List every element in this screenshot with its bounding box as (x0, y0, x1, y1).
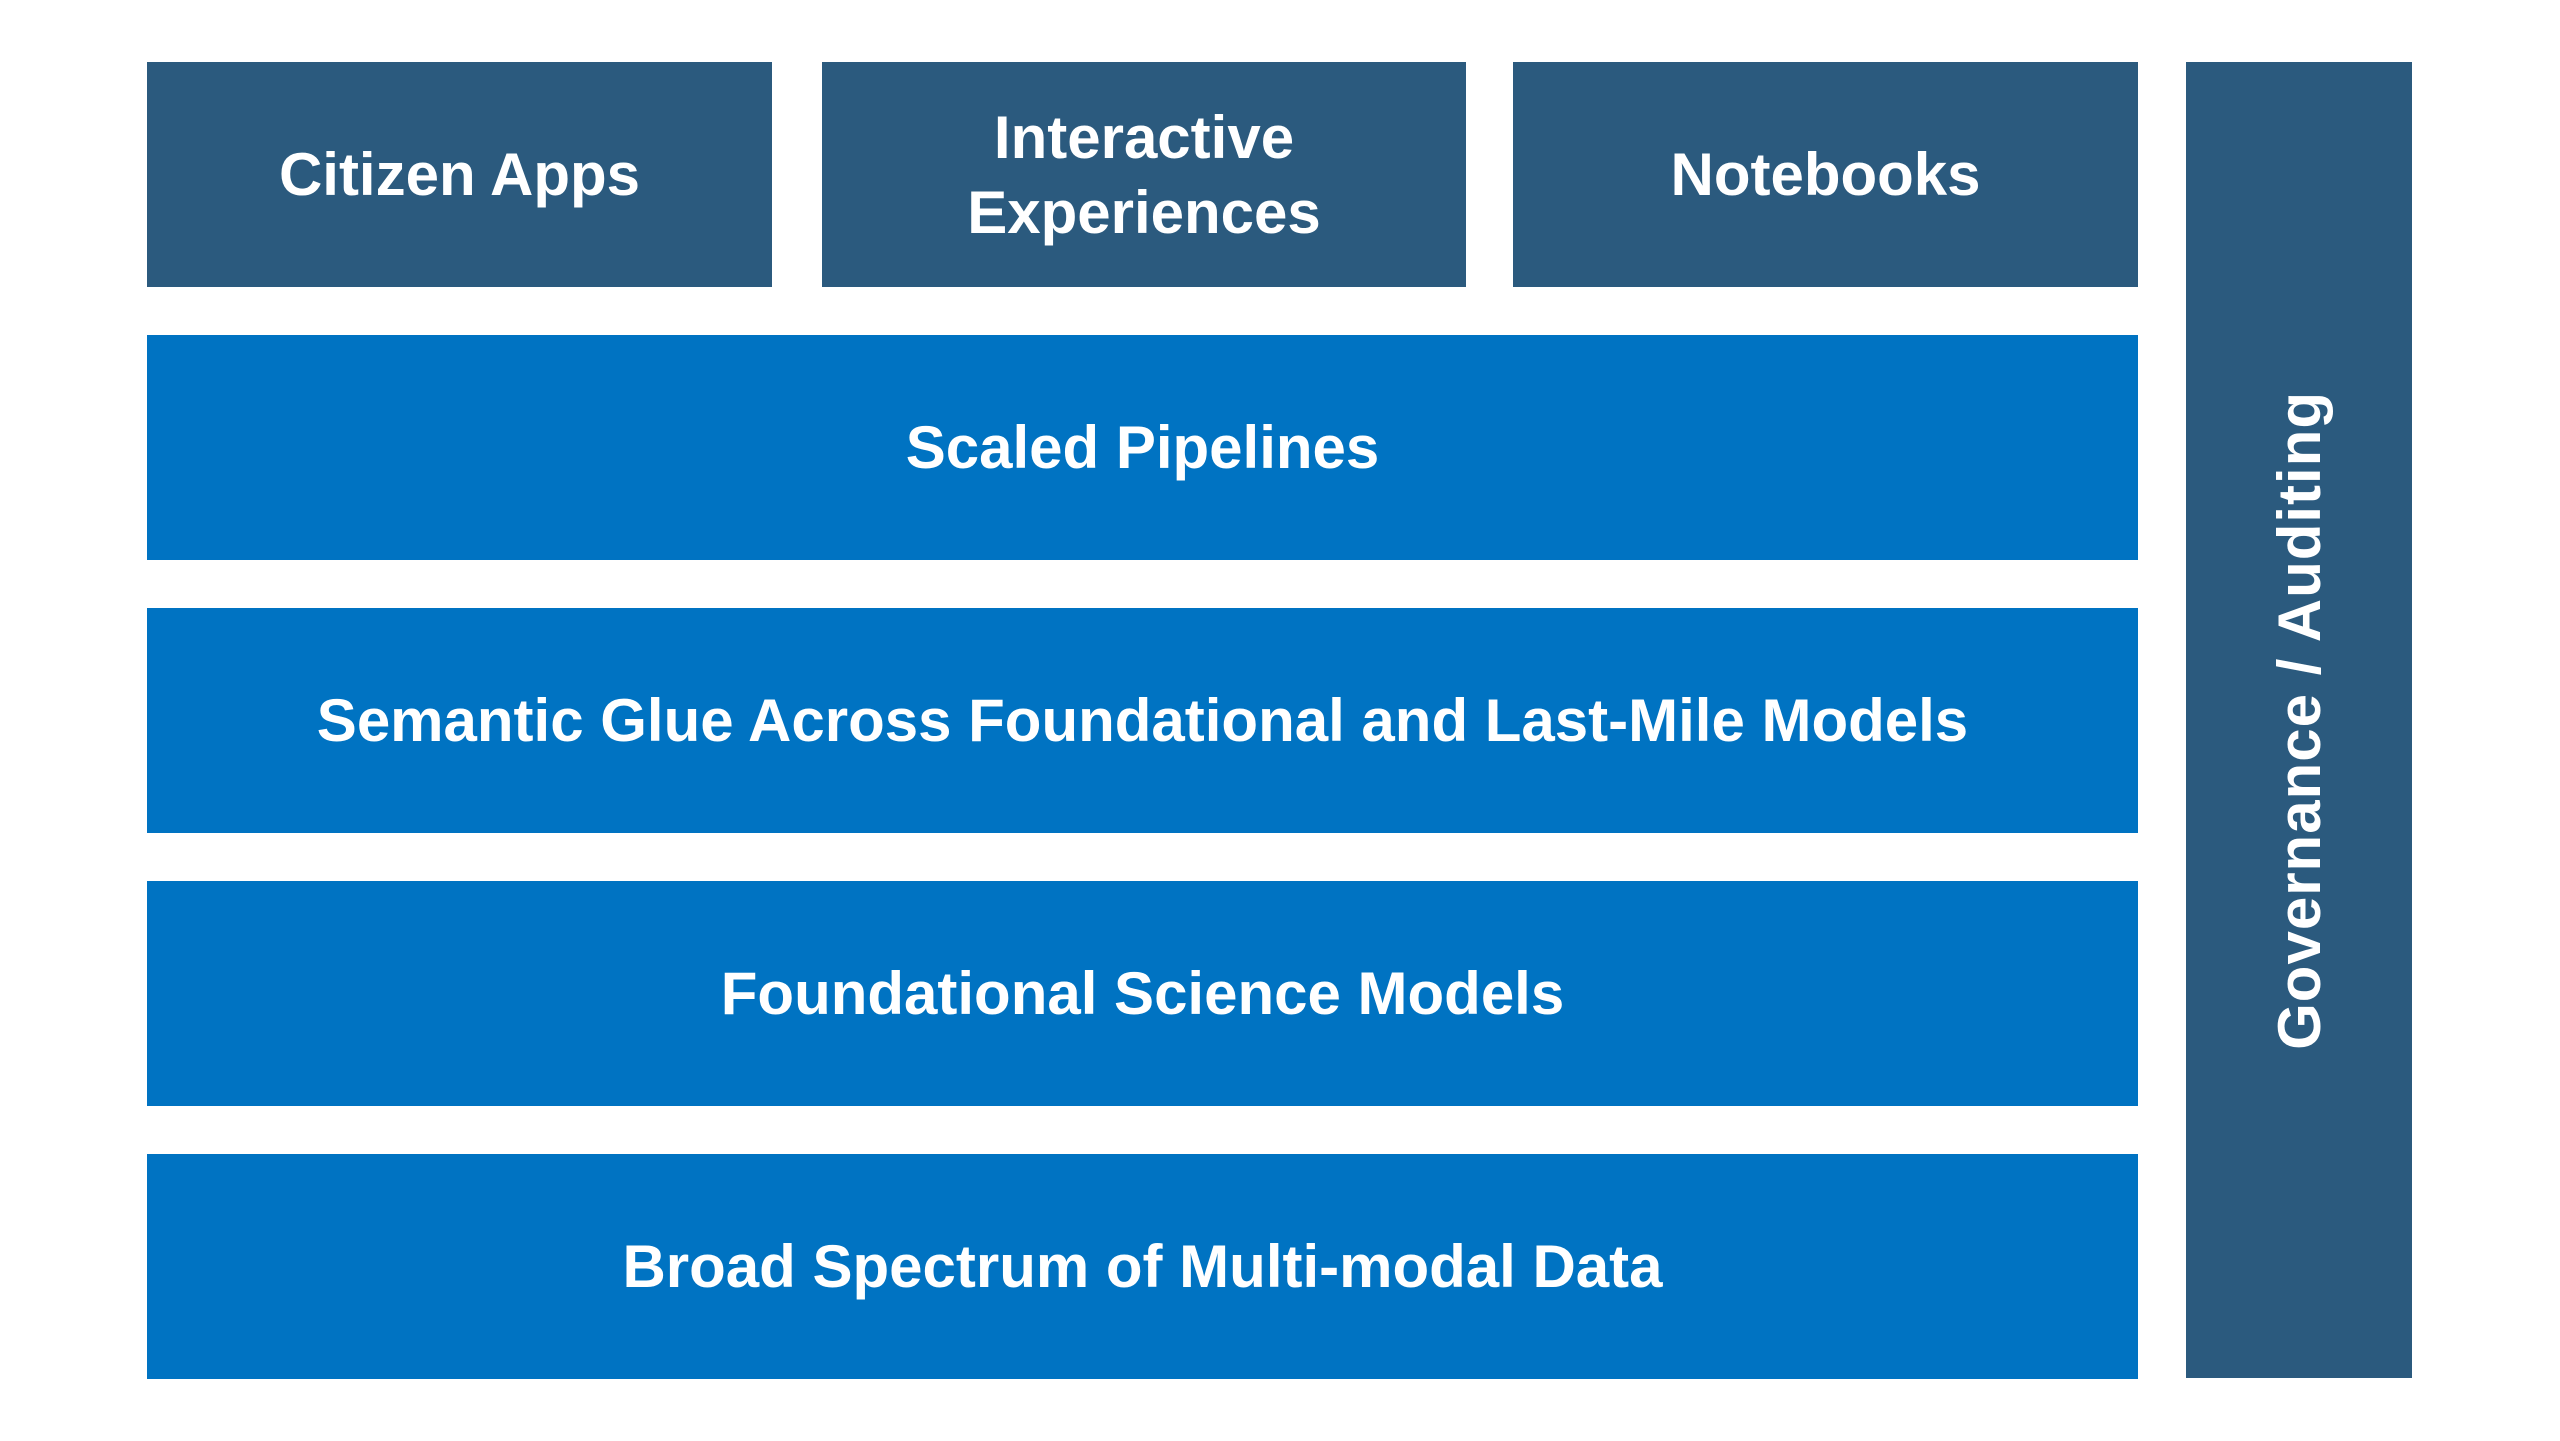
box-notebooks-label: Notebooks (1670, 141, 1981, 208)
layer-broad-spectrum-multimodal-data-label: Broad Spectrum of Multi-modal Data (622, 1233, 1663, 1300)
box-citizen-apps-label: Citizen Apps (278, 141, 641, 208)
layer-semantic-glue: Semantic Glue Across Foundational and La… (147, 608, 2138, 833)
layer-foundational-science-models: Foundational Science Models (147, 881, 2138, 1106)
layer-semantic-glue-label: Semantic Glue Across Foundational and La… (316, 687, 1969, 754)
layer-scaled-pipelines: Scaled Pipelines (147, 335, 2138, 560)
box-citizen-apps: Citizen Apps (147, 62, 772, 287)
sidebar-governance-auditing: Governance / Auditing (2186, 62, 2412, 1378)
layer-scaled-pipelines-label: Scaled Pipelines (905, 414, 1380, 481)
box-notebooks: Notebooks (1513, 62, 2138, 287)
layer-broad-spectrum-multimodal-data: Broad Spectrum of Multi-modal Data (147, 1154, 2138, 1379)
layer-foundational-science-models-label: Foundational Science Models (720, 960, 1565, 1027)
sidebar-governance-auditing-label: Governance / Auditing (2265, 390, 2333, 1050)
box-interactive-experiences: Interactive Experiences (822, 62, 1466, 287)
box-interactive-experiences-label: Interactive Experiences (967, 103, 1321, 246)
